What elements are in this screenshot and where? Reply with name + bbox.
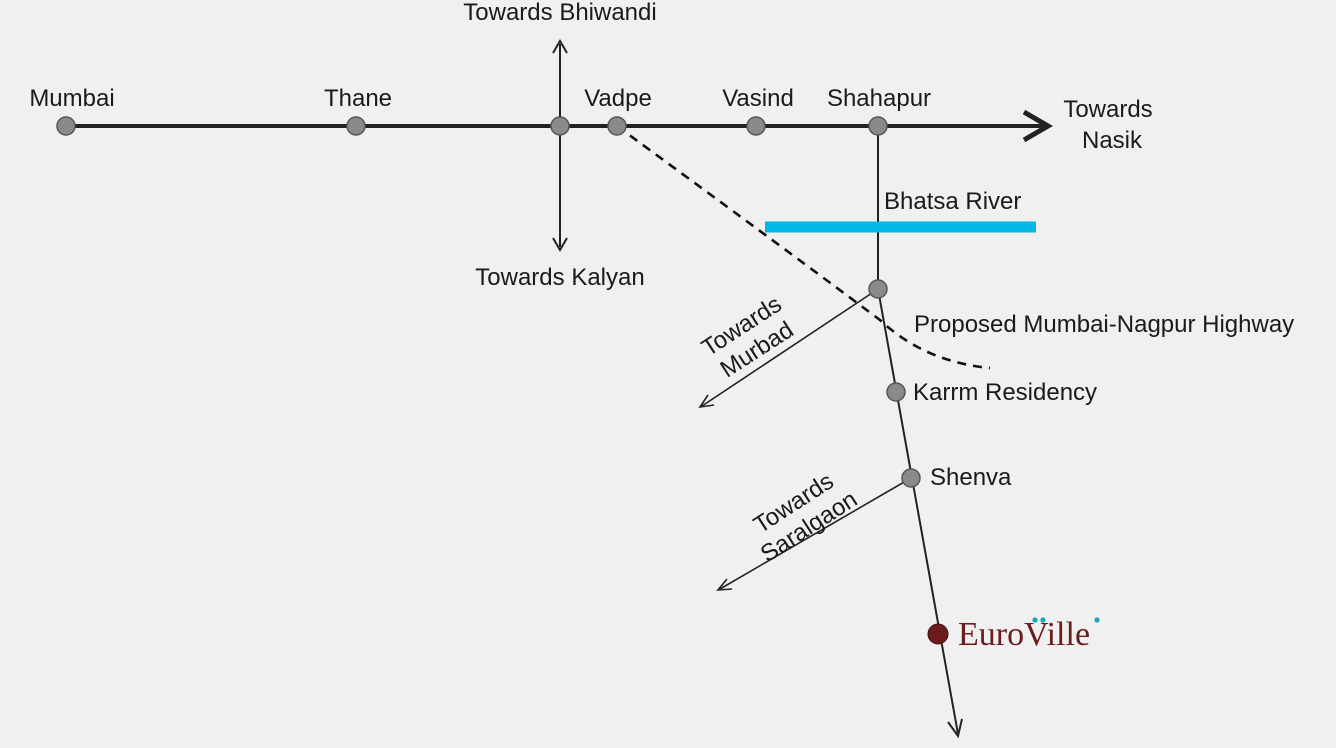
label-towards-kalyan: Towards Kalyan [475,264,644,291]
node-shahapur [868,116,888,136]
node-vadpe [607,116,627,136]
label-mumbai: Mumbai [29,85,114,112]
label-vasind: Vasind [722,85,794,112]
node-junction-bhiwandi [550,116,570,136]
bhiwandi-arrow-icon [552,39,568,54]
saralgaon-arrow-icon [716,578,733,591]
euroville-logo: EuroVille [958,616,1090,653]
label-shahapur: Shahapur [827,85,931,112]
murbad-arrow-icon [698,394,715,409]
murbad-road [701,288,879,407]
logo-dot-3 [1094,617,1100,623]
label-towards-murbad: Towards Murbad [697,291,799,384]
label-vadpe: Vadpe [584,85,652,112]
label-towards-nasik-line1: Towards [1063,96,1152,123]
label-towards-nasik-line2: Nasik [1082,127,1143,154]
logo-dot-1 [1032,617,1038,623]
node-euroville [927,623,949,645]
label-towards-bhiwandi: Towards Bhiwandi [463,0,656,26]
kalyan-arrow-icon [552,237,568,252]
node-karrm-residency [886,382,906,402]
label-shenva: Shenva [930,464,1012,491]
node-vasind [746,116,766,136]
south-arrow-icon [947,718,963,739]
logo-dot-2 [1040,617,1046,623]
label-proposed-highway: Proposed Mumbai-Nagpur Highway [914,311,1294,338]
label-towards-saralgaon: Towards Saralgaon [749,468,862,568]
node-shenva [901,468,921,488]
nasik-arrow-icon [1022,109,1053,143]
label-karrm-residency: Karrm Residency [913,379,1097,406]
label-bhatsa-river: Bhatsa River [884,188,1021,215]
saralgaon-road [719,477,912,590]
label-thane: Thane [324,85,392,112]
node-mumbai [56,116,76,136]
node-thane [346,116,366,136]
node-murbad-junction [868,279,888,299]
shenva-road [877,288,959,735]
